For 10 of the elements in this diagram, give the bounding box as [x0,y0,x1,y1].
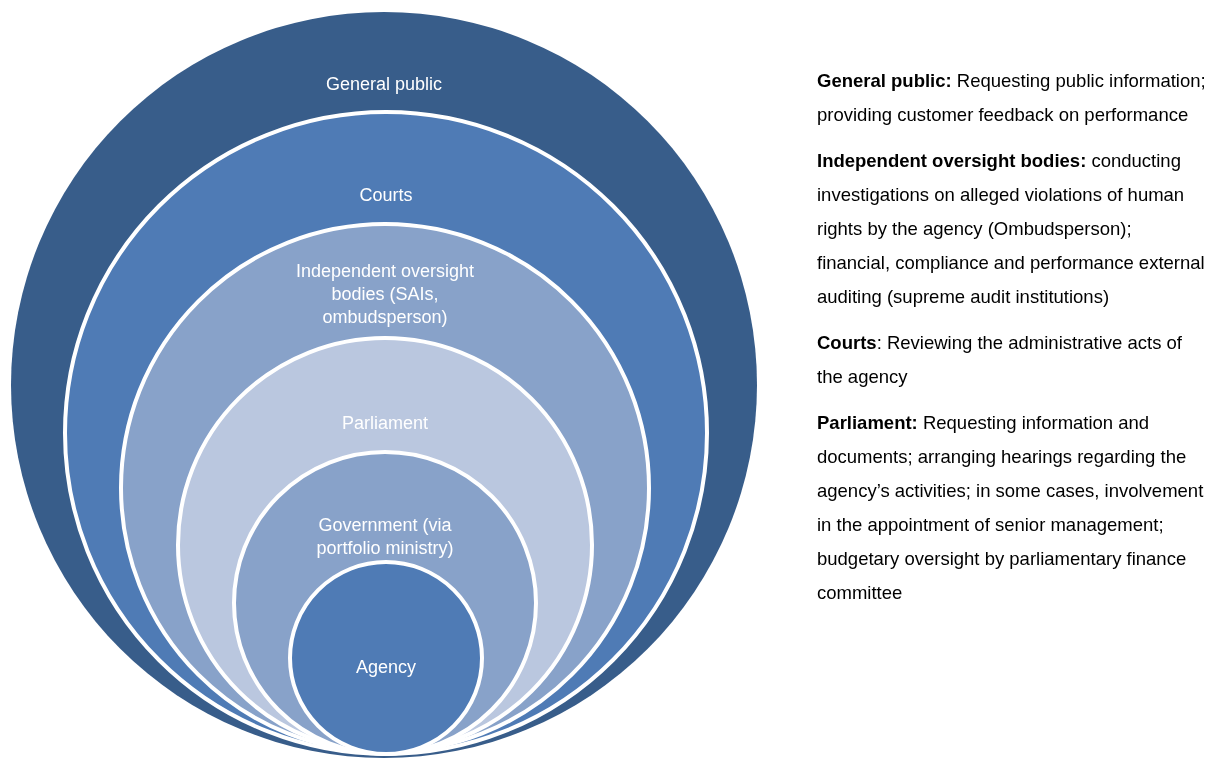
description-paragraph: General public: Requesting public information; providing customer feedback on performance [817,69,1207,127]
circle-label: Government (via portfolio ministry) [315,514,455,560]
circle-label: General public [324,73,444,96]
circle-label: Courts [358,184,414,207]
circle-label: Agency [354,656,417,679]
description-paragraph: Courts: Reviewing the administrative acts of the agency [817,331,1183,389]
circle-label: Parliament [340,412,429,435]
description-paragraph: Independent oversight bodies: conducting investigations on alleged violations of human rights by the agency (Ombudsperson); financial, compliance and performance external auditing (supreme audit institutions) [817,149,1206,309]
description-paragraph: Parliament: Requesting information and documents; arranging hearings regarding the agency’s activities; in some cases, involvement in the appointment of senior management; budgetary oversight by parliamentary finance committee [817,411,1205,605]
circle-label: Independent oversight bodies (SAIs, ombudsperson) [294,260,476,329]
